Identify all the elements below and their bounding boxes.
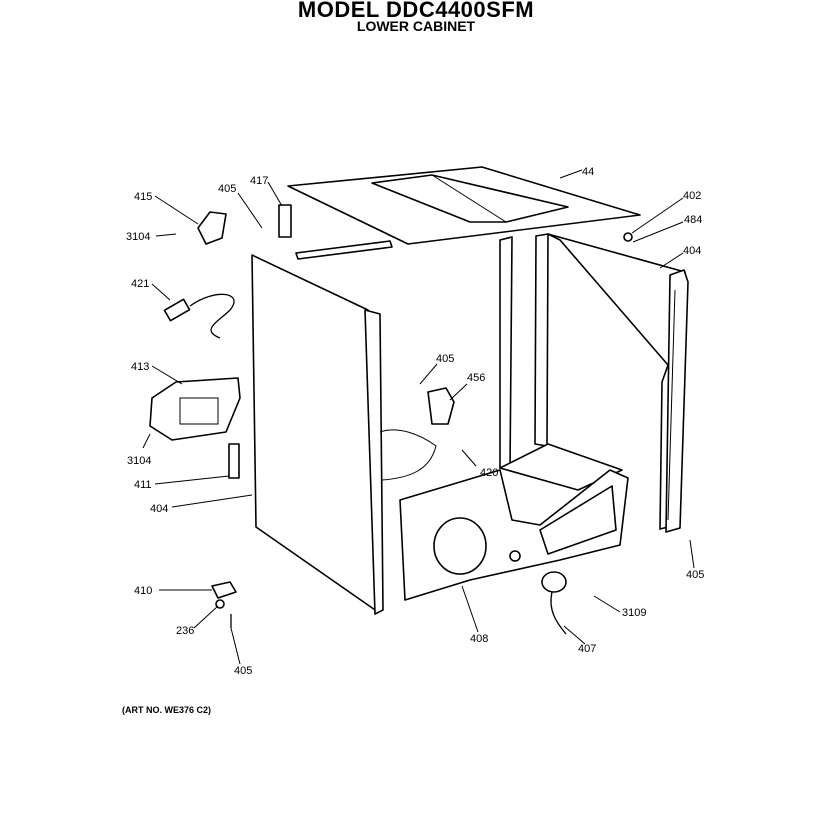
callout-labels: 44 402 484 404 405 417 415 3104 421 413 … (126, 166, 704, 677)
callout-3104-left: 3104 (127, 455, 151, 467)
callout-405-right: 405 (686, 569, 704, 581)
callout-404-left: 404 (150, 503, 168, 515)
callout-420: 420 (480, 467, 498, 479)
callout-421: 421 (131, 278, 149, 290)
callout-405-mid: 405 (436, 353, 454, 365)
callout-411: 411 (134, 479, 152, 491)
front-panel (251, 254, 437, 615)
callout-407: 407 (578, 643, 596, 655)
clip-402 (623, 232, 633, 242)
page-title: MODEL DDC4400SFM (297, 0, 535, 22)
motor-switch-407 (541, 571, 567, 635)
callout-484: 484 (684, 214, 702, 226)
callout-415: 415 (134, 191, 152, 203)
callout-408: 408 (470, 633, 488, 645)
page-subtitle: LOWER CABINET (356, 18, 476, 34)
callout-405-bottom: 405 (234, 665, 252, 677)
top-cover-part (287, 166, 641, 245)
callout-3104-top: 3104 (126, 231, 150, 243)
duct-417 (278, 204, 292, 238)
callout-417: 417 (250, 175, 268, 187)
bracket-456 (427, 387, 455, 425)
callout-405-top: 405 (218, 183, 236, 195)
power-cord-421 (163, 293, 235, 339)
callout-44: 44 (582, 166, 594, 178)
rear-frame (499, 233, 623, 491)
bracket-411 (228, 443, 240, 479)
leader-lines (142, 169, 695, 665)
callout-404-right: 404 (683, 245, 701, 257)
callout-3109: 3109 (622, 607, 646, 619)
blower-wheel-415 (197, 211, 227, 245)
base-part (399, 469, 629, 601)
right-side-panel (547, 233, 689, 533)
rear-top-rail (295, 240, 393, 260)
leveling-leg-410 (211, 581, 237, 628)
callout-456: 456 (467, 372, 485, 384)
callout-402: 402 (683, 190, 701, 202)
callout-236: 236 (176, 625, 194, 637)
callout-413: 413 (131, 361, 149, 373)
callout-410: 410 (134, 585, 152, 597)
toe-panel-413 (149, 377, 241, 441)
art-number: (ART NO. WE376 C2) (122, 705, 212, 715)
